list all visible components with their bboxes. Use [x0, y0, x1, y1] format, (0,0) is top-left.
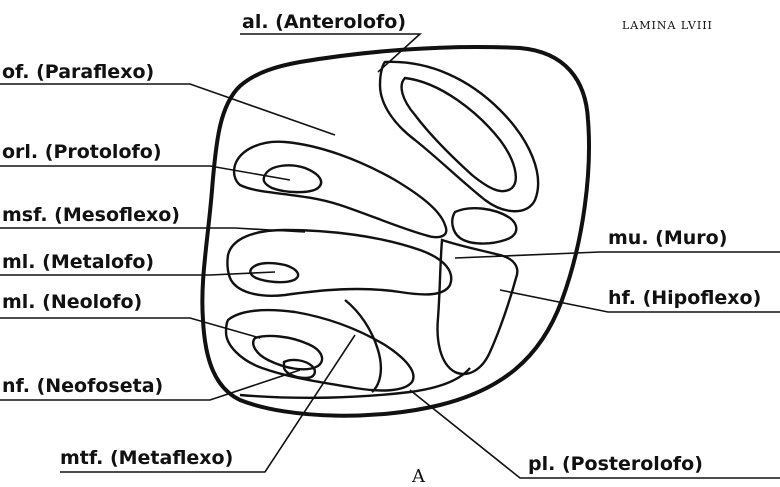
label-mesoflexo: msf. (Mesoflexo) [2, 204, 180, 226]
protolofo-inner [264, 165, 321, 192]
leader-neolofo [0, 318, 260, 338]
label-metaflexo: mtf. (Metaflexo) [60, 447, 233, 469]
paraflexo-inner-fold [402, 78, 516, 191]
muro-column [452, 208, 516, 243]
label-anterolofo: al. (Anterolofo) [242, 11, 406, 33]
leader-paraflexo [0, 84, 335, 135]
hipoflexo-fold [438, 240, 518, 374]
label-muro: mu. (Muro) [608, 227, 727, 249]
leader-protolofo [0, 166, 290, 180]
label-paraflexo: of. (Paraflexo) [2, 61, 154, 83]
leader-anterolofo [240, 34, 420, 72]
metaflexo-fold [345, 300, 381, 392]
label-posterolofo: pl. (Posterolofo) [528, 453, 703, 475]
label-neolofo: ml. (Neolofo) [2, 291, 142, 313]
neolofo-loop [226, 310, 413, 390]
label-metalofo: ml. (Metalofo) [2, 251, 154, 273]
protolofo-loop [234, 142, 446, 237]
label-hipoflexo: hf. (Hipoflexo) [608, 287, 761, 309]
label-neofoseta: nf. (Neofoseta) [2, 375, 163, 397]
figure-letter: A [411, 466, 426, 487]
paraflexo-fold [380, 62, 538, 211]
plate-number: LAMINA LVIII [622, 19, 713, 32]
label-protolofo: orl. (Protolofo) [2, 141, 162, 163]
